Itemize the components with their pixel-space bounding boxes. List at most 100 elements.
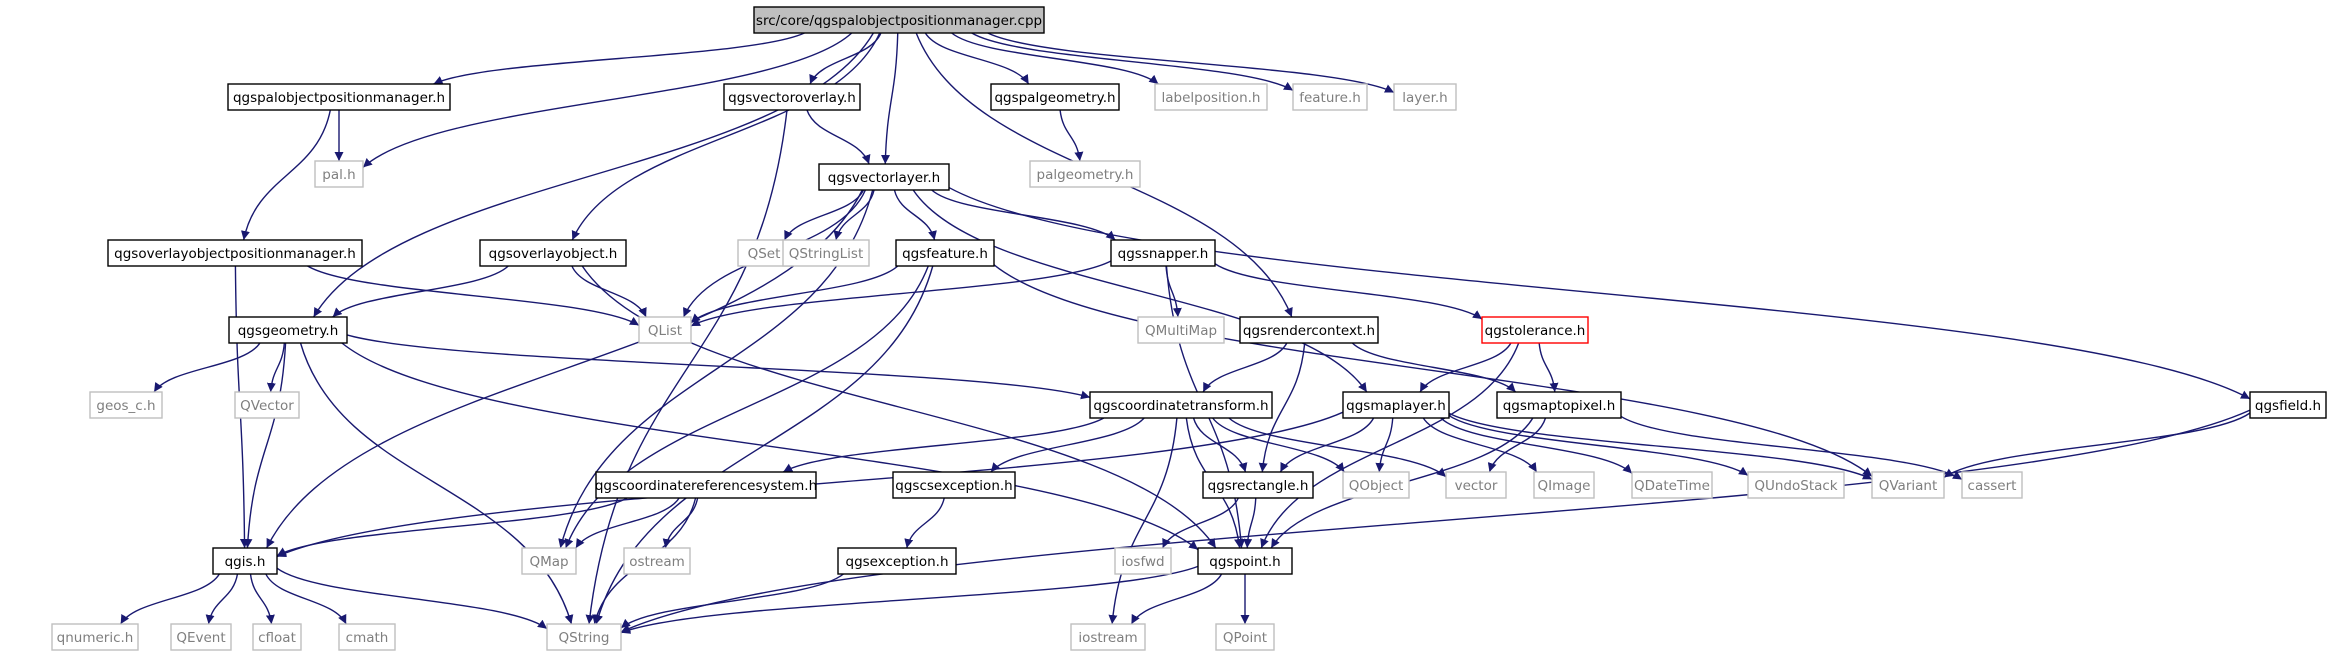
node-box [2249, 391, 2327, 419]
node-box [314, 160, 364, 188]
node-csexc[interactable]: qgscsexception.h [892, 471, 1016, 499]
node-qgis[interactable]: qgis.h [212, 547, 278, 575]
node-palgeom[interactable]: qgspalgeometry.h [990, 83, 1120, 111]
edge-vectorlayer-to-qgsfeature [893, 189, 937, 241]
node-exception[interactable]: qgsexception.h [837, 547, 957, 575]
edge-line [1375, 417, 1394, 473]
edge-line [1487, 417, 1547, 473]
edge-line [893, 189, 937, 241]
node-qgsfeature[interactable]: qgsfeature.h [895, 239, 995, 267]
edge-vectorlayer-to-maplayer [912, 189, 1368, 393]
node-label: QDateTime [1634, 478, 1710, 494]
edge-csexc-to-exception [904, 497, 945, 549]
node-label: QPoint [1223, 630, 1267, 646]
node-labelpos: labelposition.h [1154, 83, 1268, 111]
node-label: pal.h [322, 167, 355, 183]
node-label: qgspoint.h [1209, 554, 1280, 570]
edge-overlayobj-to-qlist [571, 265, 647, 318]
node-crs[interactable]: qgscoordinatereferencesystem.h [595, 471, 817, 499]
edge-line [120, 573, 220, 625]
node-label: feature.h [1299, 90, 1361, 106]
node-label: QString [559, 630, 610, 646]
node-box [1154, 83, 1268, 111]
edge-snapper-to-tolerance [1214, 263, 1483, 320]
node-label: geos_c.h [96, 398, 155, 414]
edge-coordtrans-to-iostream [1108, 417, 1178, 625]
edge-line [346, 334, 1091, 400]
edge-qgis-to-qstring [276, 567, 548, 630]
edge-line [951, 32, 1159, 85]
edge-rectangle-to-iosfwd [1162, 497, 1239, 549]
edge-line [990, 417, 1145, 473]
edge-line [266, 342, 286, 393]
node-box [89, 391, 163, 419]
edge-coordtrans-to-qobject [1212, 417, 1345, 473]
edge-exception-to-qstring [620, 573, 844, 629]
node-box [546, 623, 622, 651]
node-maptopixel[interactable]: qgsmaptopixel.h [1496, 391, 1622, 419]
node-geos: geos_c.h [89, 391, 163, 419]
node-coordtrans[interactable]: qgscoordinatetransform.h [1089, 391, 1273, 419]
dependency-edges [120, 32, 2251, 634]
node-qevent: QEvent [170, 623, 232, 651]
node-box [595, 471, 817, 499]
node-palmgr[interactable]: qgspalobjectpositionmanager.h [227, 83, 451, 111]
node-iostream: iostream [1070, 623, 1146, 651]
edge-root-to-pal [362, 32, 853, 168]
edge-palmgr-to-overlaymgr [241, 109, 332, 241]
node-label: qgspalgeometry.h [994, 90, 1115, 106]
edge-line [1538, 342, 1559, 393]
node-renderctx[interactable]: qgsrendercontext.h [1239, 316, 1379, 344]
edge-line [1162, 497, 1239, 549]
edge-point-to-iostream [1130, 573, 1223, 625]
edge-line [924, 32, 1030, 85]
node-label: qgsvectorlayer.h [828, 170, 940, 186]
edge-line [690, 265, 899, 324]
edge-line [690, 260, 1112, 327]
edge-line [1260, 342, 1520, 549]
node-vecoverlay[interactable]: qgsvectoroverlay.h [723, 83, 861, 111]
edge-maptopixel-to-vector [1487, 417, 1547, 473]
node-qpoint: QPoint [1215, 623, 1275, 651]
node-box [252, 623, 302, 651]
node-qgsfield[interactable]: qgsfield.h [2249, 391, 2327, 419]
edge-maplayer-to-qundostack [1448, 415, 1749, 476]
edge-line [620, 573, 844, 629]
node-overlaymgr[interactable]: qgsoverlayobjectpositionmanager.h [107, 239, 363, 267]
node-label: cfloat [258, 630, 296, 646]
node-vectorlayer[interactable]: qgsvectorlayer.h [818, 163, 950, 191]
edge-line [1212, 417, 1345, 473]
node-label: QMultiMap [1145, 323, 1217, 339]
node-box [170, 623, 232, 651]
edge-line [571, 32, 881, 241]
node-overlayobj[interactable]: qgsoverlayobject.h [479, 239, 627, 267]
node-snapper[interactable]: qgssnapper.h [1110, 239, 1216, 267]
node-box [1070, 623, 1146, 651]
edge-line [833, 189, 875, 241]
edge-line [620, 565, 1199, 634]
node-maplayer[interactable]: qgsmaplayer.h [1342, 391, 1450, 419]
node-rectangle[interactable]: qgsrectangle.h [1202, 471, 1314, 499]
edge-maplayer-to-rectangle [1279, 417, 1375, 473]
edge-line [1279, 417, 1375, 473]
node-point[interactable]: qgspoint.h [1197, 547, 1293, 575]
node-box [234, 391, 300, 419]
node-label: src/core/qgspalobjectpositionmanager.cpp [756, 13, 1042, 29]
node-qobject: QObject [1342, 471, 1410, 499]
node-feature: feature.h [1292, 83, 1368, 111]
node-tolerance[interactable]: qgstolerance.h [1481, 316, 1589, 344]
node-label: QImage [1538, 478, 1591, 494]
node-label: QVector [240, 398, 294, 414]
edge-line [1258, 342, 1306, 473]
node-label: vector [1455, 478, 1498, 494]
node-root[interactable]: src/core/qgspalobjectpositionmanager.cpp [753, 6, 1045, 34]
node-box [521, 547, 577, 575]
node-label: qgsvectoroverlay.h [728, 90, 856, 106]
edge-vectorlayer-to-qgsfield [948, 186, 2251, 400]
node-box [623, 547, 691, 575]
node-geometry[interactable]: qgsgeometry.h [228, 316, 348, 344]
edge-line [904, 497, 945, 549]
edge-renderctx-to-rectangle [1258, 342, 1306, 473]
node-qvariant: QVariant [1871, 471, 1945, 499]
